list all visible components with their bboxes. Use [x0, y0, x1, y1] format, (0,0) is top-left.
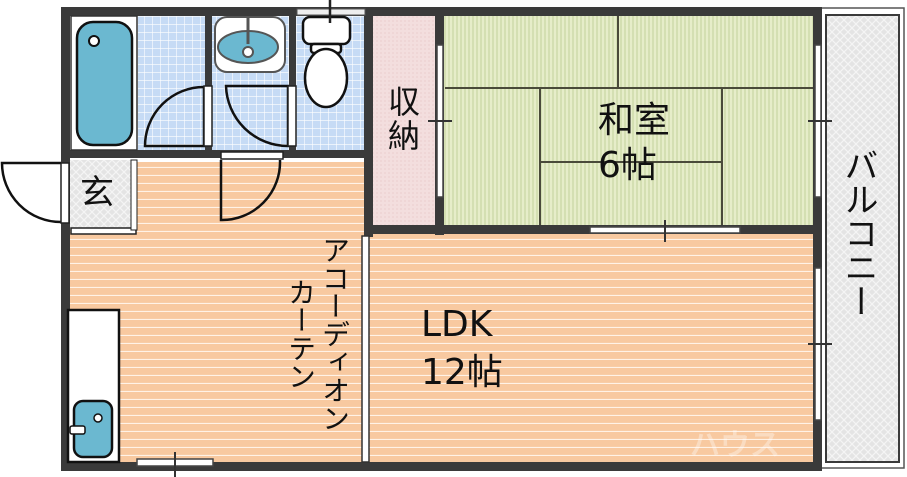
- door-swings: [0, 84, 290, 224]
- bath-floor: [138, 15, 210, 153]
- door-swing-icon: [143, 85, 206, 148]
- balcony-label: バルコニー: [838, 148, 878, 318]
- entrance-label: 玄: [80, 173, 114, 213]
- tatami-lines: [445, 15, 819, 227]
- ldk-floor: [367, 232, 819, 462]
- tatami-floor: [440, 15, 819, 232]
- ldk-size: 12帖: [421, 352, 503, 393]
- washitsu-size: 6帖: [598, 145, 657, 186]
- watermark: ハウス: [690, 428, 780, 463]
- washitsu-name: 和室: [598, 100, 671, 141]
- entrance-floor: [69, 160, 131, 230]
- window-ticks: [174, 120, 832, 477]
- balcony-floor: [825, 14, 900, 463]
- accordion-label-line1: アコーディオン: [318, 236, 351, 432]
- accordion-label-line2: カーテン: [284, 278, 317, 390]
- bathtub-icon: [75, 20, 134, 147]
- door-swing-icon: [219, 159, 282, 222]
- accordion-curtain-line: [361, 235, 370, 463]
- door-swing-icon: [0, 161, 62, 224]
- door-swing-icon: [224, 84, 290, 148]
- storage-label: 収納: [383, 85, 421, 153]
- toilet-icon: [301, 15, 352, 109]
- ldk-name: LDK: [421, 304, 493, 345]
